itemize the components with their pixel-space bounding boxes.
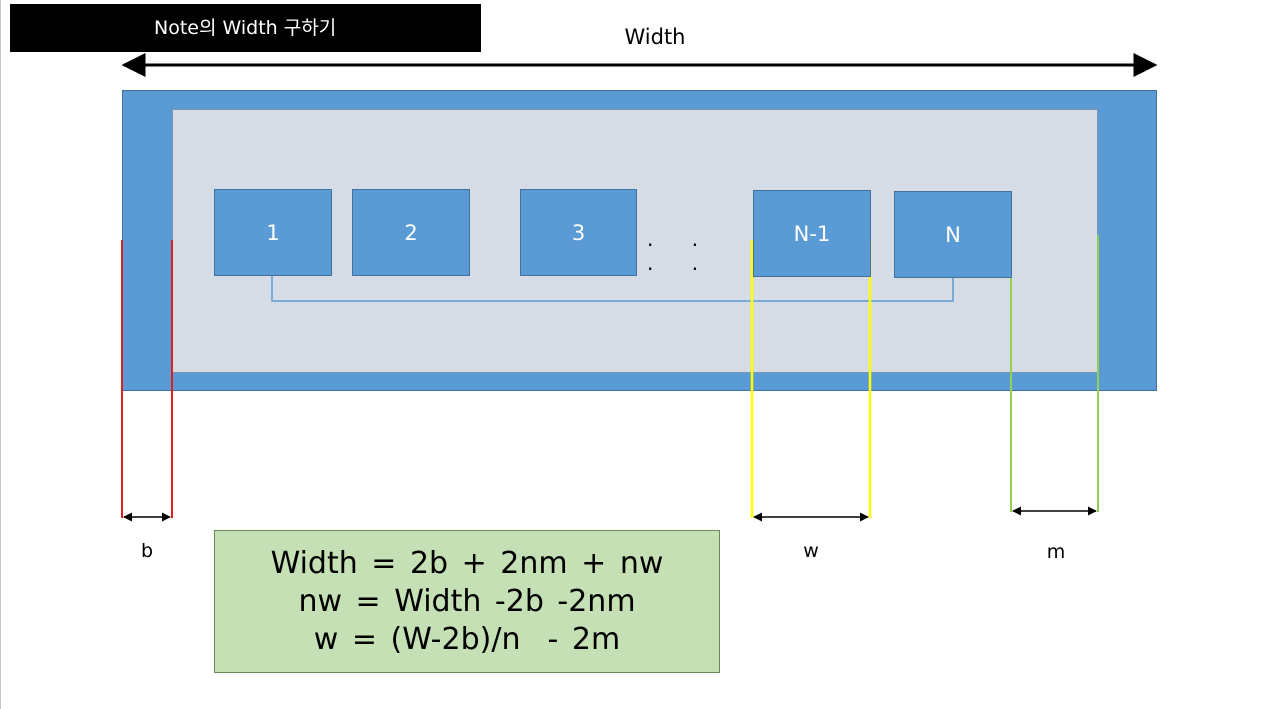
formula-line-1: Width = 2b + 2nm + nw bbox=[270, 545, 664, 581]
note-box-1: 1 bbox=[214, 189, 332, 276]
page-title: Note의 Width 구하기 bbox=[10, 4, 481, 52]
note-box-n-minus-1: N-1 bbox=[753, 190, 871, 277]
note-label: 2 bbox=[404, 220, 418, 245]
formula-box: Width = 2b + 2nm + nw nw = Width -2b -2n… bbox=[214, 530, 720, 673]
note-box-n: N bbox=[894, 191, 1012, 278]
note-box-2: 2 bbox=[352, 189, 470, 276]
ellipsis: . . . . bbox=[647, 227, 715, 275]
note-label: 1 bbox=[266, 220, 280, 245]
width-label: Width bbox=[624, 25, 686, 49]
note-group-bracket bbox=[271, 276, 954, 302]
w-label: w bbox=[803, 540, 819, 562]
note-label: N bbox=[945, 222, 961, 247]
m-label: m bbox=[1046, 541, 1066, 563]
note-label: 3 bbox=[571, 220, 586, 245]
note-label: N-1 bbox=[793, 221, 831, 246]
b-label: b bbox=[140, 540, 154, 562]
formula-line-3: w = (W-2b)/n - 2m bbox=[313, 621, 621, 657]
formula-line-2: nw = Width -2b -2nm bbox=[298, 583, 636, 619]
note-box-3: 3 bbox=[520, 189, 637, 276]
slide-left-border bbox=[0, 0, 1, 709]
